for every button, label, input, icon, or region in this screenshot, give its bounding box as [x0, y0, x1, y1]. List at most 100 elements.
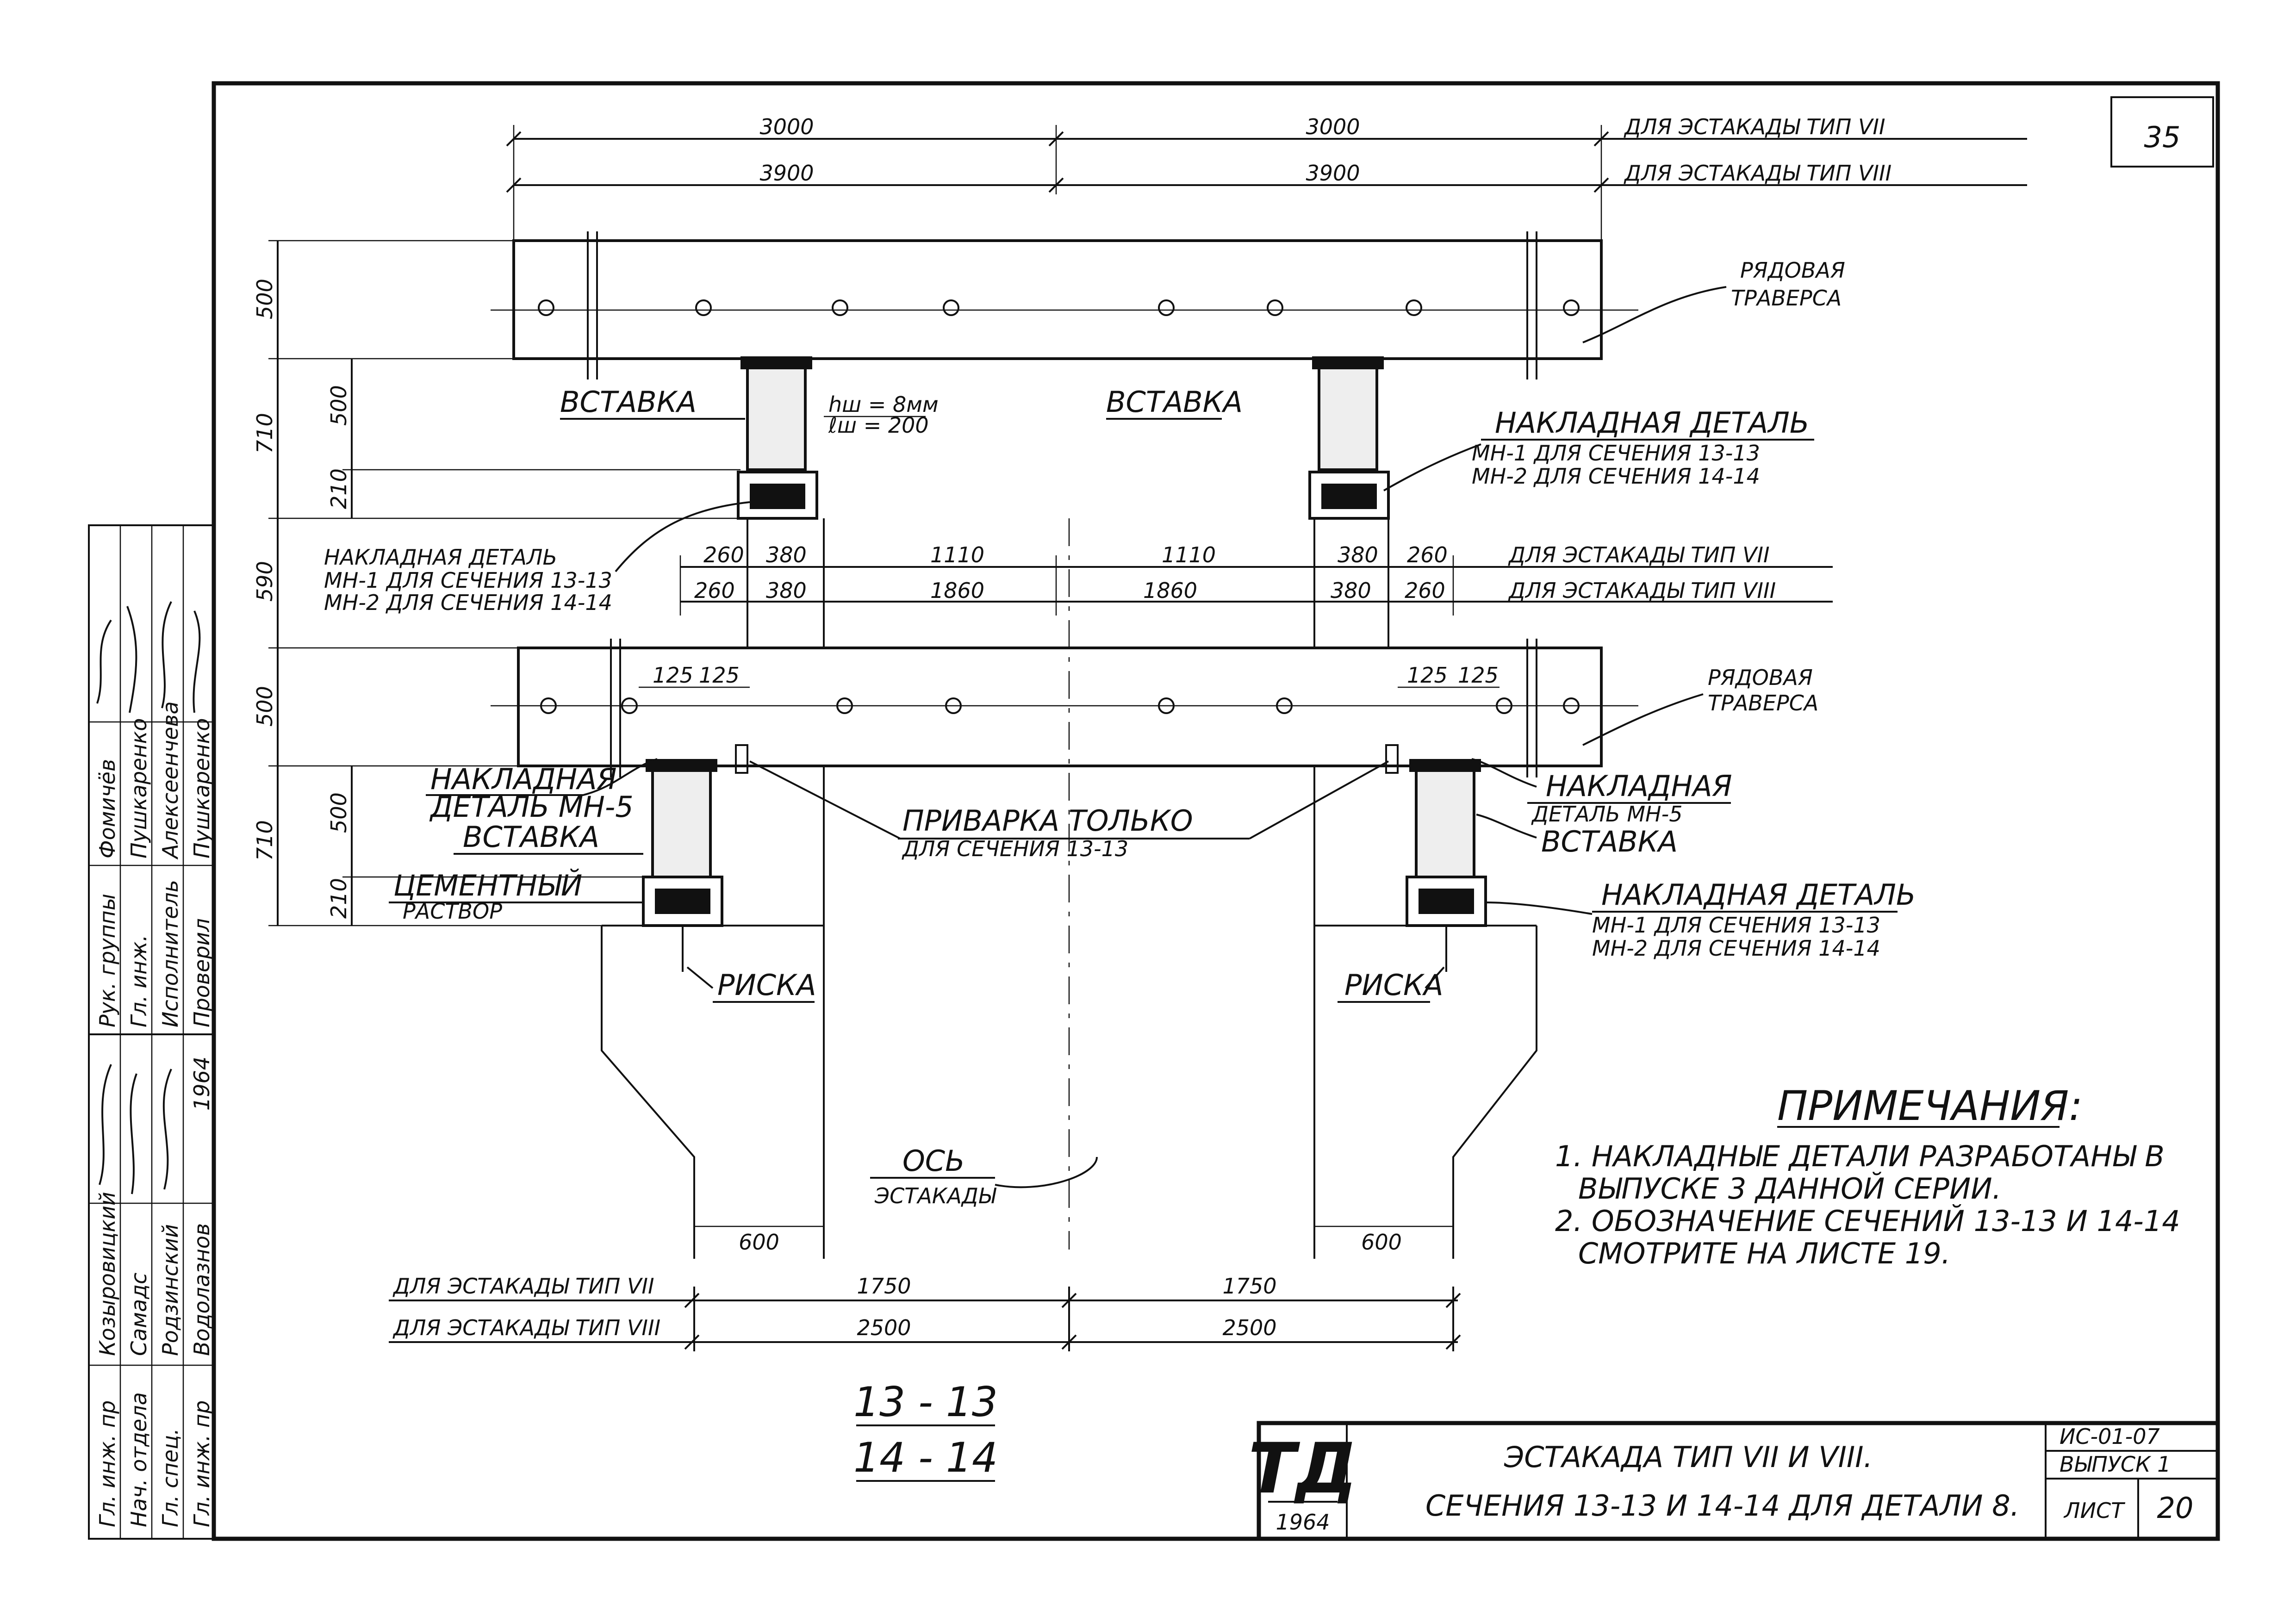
stamp-year: 1964 [189, 1057, 214, 1111]
dim-top-3900-right: 3900 [1306, 161, 1360, 186]
stamp-name-7: Алексеенчева [158, 701, 183, 860]
section-13-13: 13 - 13 [853, 1378, 998, 1426]
stamp-role-7: Исполнитель [158, 880, 183, 1027]
lower-traverse: 125 125 125 125 РЯДОВАЯ ТРАВЕРСА [491, 639, 1818, 777]
dim-1750-right: 1750 [1222, 1274, 1276, 1299]
nakl-mn1-3: МН-1 ДЛЯ СЕЧЕНИЯ 13-13 [1592, 913, 1880, 938]
td-logo: ТД [1248, 1429, 1357, 1509]
stamp-role-6: Гл. инж. [126, 935, 151, 1027]
doc-code: ИС-01-07 [2060, 1424, 2160, 1449]
dim-710-top: 710 [252, 413, 277, 454]
cement-label-1a: ЦЕМЕНТНЫЙ [393, 868, 582, 902]
upper-left-insert: ВСТАВКА hш = 8мм ℓш = 200 [560, 356, 939, 520]
mid-dimensions: 260 380 1110 1110 380 260 ДЛЯ ЭСТАКАДЫ Т… [679, 542, 1833, 708]
nakl-mn1-1: МН-1 ДЛЯ СЕЧЕНИЯ 13-13 [1472, 441, 1760, 466]
td-year: 1964 [1276, 1510, 1330, 1535]
upper-right-insert: ВСТАВКА НАКЛАДНАЯ ДЕТАЛЬ МН-1 ДЛЯ СЕЧЕНИ… [1106, 356, 1814, 520]
nakl-detal-title-1: НАКЛАДНАЯ ДЕТАЛЬ [1495, 406, 1809, 440]
stamp-name-5: Фомичёв [95, 759, 120, 858]
dim-1860-a: 1860 [930, 578, 984, 603]
dim-1110-a: 1110 [930, 542, 984, 567]
list-number: 20 [2157, 1491, 2194, 1525]
dim-500-insert-top: 500 [326, 385, 351, 426]
stamp-role-8: Проверил [189, 918, 214, 1027]
dim-top-3000-right: 3000 [1306, 114, 1360, 139]
dim-500-beam-low: 500 [252, 686, 277, 727]
nakl-mn2-1: МН-2 ДЛЯ СЕЧЕНИЯ 14-14 [1472, 464, 1760, 489]
stamp-name-3: Родзинский [158, 1224, 183, 1356]
dim-2500-right: 2500 [1222, 1315, 1276, 1340]
stamp-name-2: Самадс [126, 1273, 151, 1356]
dim-label-type8-top: ДЛЯ ЭСТАКАДЫ ТИП VIII [1624, 161, 1892, 186]
dim-label-type8-bottom: ДЛЯ ЭСТАКАДЫ ТИП VIII [392, 1315, 660, 1340]
right-pier: РИСКА 600 [1313, 925, 1537, 1259]
vstavka-label-4: ВСТАВКА [1541, 825, 1678, 858]
dim-125-b: 125 [699, 663, 740, 688]
doc-vypusk: ВЫПУСК 1 [2060, 1452, 2171, 1477]
title-block: ТД 1964 ЭСТАКАДА ТИП VII И VIII. СЕЧЕНИЯ… [1248, 1421, 2220, 1541]
dim-1750-left: 1750 [857, 1274, 911, 1299]
section-label: 13 - 13 14 - 14 [853, 1378, 998, 1482]
list-label: ЛИСТ [2063, 1498, 2126, 1523]
dim-500-insert-low: 500 [326, 792, 351, 833]
upper-traverse: РЯДОВАЯ ТРАВЕРСА [491, 231, 1845, 379]
dim-260-a: 260 [703, 542, 744, 567]
dim-600-right: 600 [1361, 1230, 1402, 1255]
sheet-number: 35 [2144, 120, 2181, 154]
stamp-name-1: Козыровицкий [95, 1192, 120, 1356]
upper-bolt-holes [538, 299, 1580, 316]
dim-125-a: 125 [653, 663, 693, 688]
stamp-role-1: Гл. инж. пр [95, 1400, 120, 1527]
dim-1110-b: 1110 [1162, 542, 1216, 567]
dim-600-left: 600 [739, 1230, 779, 1255]
dim-710-low: 710 [252, 820, 277, 861]
stamp-name-4: Водолазнов [189, 1223, 214, 1356]
detal-mn5-label-2: ДЕТАЛЬ МН-5 [1531, 802, 1682, 827]
traverse-label-1b: ТРАВЕРСА [1731, 286, 1842, 311]
dim-260-d: 260 [1405, 578, 1445, 603]
stamp-name-6: Пушкаренко [126, 718, 151, 858]
columns [747, 518, 1389, 1259]
lower-left-insert: НАКЛАДНАЯ ДЕТАЛЬ МН-5 ВСТАВКА ЦЕМЕНТНЫЙ … [389, 744, 748, 972]
axis-label-1: ОСЬ [902, 1144, 965, 1178]
dim-210-low: 210 [326, 878, 351, 919]
note-1-line-2: ВЫПУСКЕ 3 ДАННОЙ СЕРИИ. [1578, 1171, 2001, 1206]
riska-label-1: РИСКА [717, 968, 816, 1002]
stamp-role-2: Нач. отдела [126, 1392, 151, 1527]
top-dimensions: 3000 3000 3900 3900 ДЛЯ ЭСТАКАДЫ ТИП VII… [506, 114, 2027, 250]
stamp-name-8: Пушкаренко [189, 718, 214, 858]
dim-500-beam-top: 500 [252, 279, 277, 319]
dim-label-type7-bottom: ДЛЯ ЭСТАКАДЫ ТИП VII [392, 1274, 654, 1299]
dim-top-3900-left: 3900 [759, 161, 814, 186]
axis-label-2: ЭСТАКАДЫ [874, 1183, 997, 1208]
vstavka-label-2: ВСТАВКА [1106, 385, 1243, 419]
nakladnaya-label-2: НАКЛАДНАЯ [1546, 769, 1732, 803]
lower-bolt-holes [540, 697, 1580, 714]
nakladnaya-label-1: НАКЛАДНАЯ [430, 762, 617, 796]
lower-right-insert: НАКЛАДНАЯ ДЕТАЛЬ МН-5 ВСТАВКА НАКЛАДНАЯ … [1385, 744, 1916, 972]
dim-260-c: 260 [694, 578, 735, 603]
dim-260-b: 260 [1407, 542, 1448, 567]
notes-title: ПРИМЕЧАНИЯ: [1777, 1082, 2083, 1130]
stamp-role-4: Гл. инж. пр [189, 1400, 214, 1527]
stamp-role-5: Рук. группы [95, 894, 120, 1027]
notes: ПРИМЕЧАНИЯ: 1. НАКЛАДНЫЕ ДЕТАЛИ РАЗРАБОТ… [1555, 1082, 2180, 1270]
left-vertical-dims-upper: 500 710 500 210 590 [252, 240, 740, 926]
traverse-label-2b: ТРАВЕРСА [1708, 690, 1818, 715]
dim-380-c: 380 [766, 578, 807, 603]
dim-top-3000-left: 3000 [759, 114, 814, 139]
nakl-mn1-2: МН-1 ДЛЯ СЕЧЕНИЯ 13-13 [324, 568, 612, 593]
privarka-label-2: ДЛЯ СЕЧЕНИЯ 13-13 [902, 836, 1128, 861]
traverse-label-1a: РЯДОВАЯ [1740, 258, 1845, 283]
dim-1860-b: 1860 [1143, 578, 1197, 603]
weld-h: hш = 8мм [828, 392, 939, 417]
note-2-line-2: СМОТРИТЕ НА ЛИСТЕ 19. [1578, 1237, 1950, 1270]
dim-380-b: 380 [1338, 542, 1378, 567]
dim-label-type7-top: ДЛЯ ЭСТАКАДЫ ТИП VII [1624, 114, 1885, 139]
dim-label-type8-mid: ДЛЯ ЭСТАКАДЫ ТИП VIII [1508, 578, 1776, 603]
signatures-lower [99, 1064, 172, 1194]
left-pier: РИСКА 600 [601, 925, 825, 1259]
dim-2500-left: 2500 [857, 1315, 911, 1340]
dim-590: 590 [252, 561, 277, 602]
